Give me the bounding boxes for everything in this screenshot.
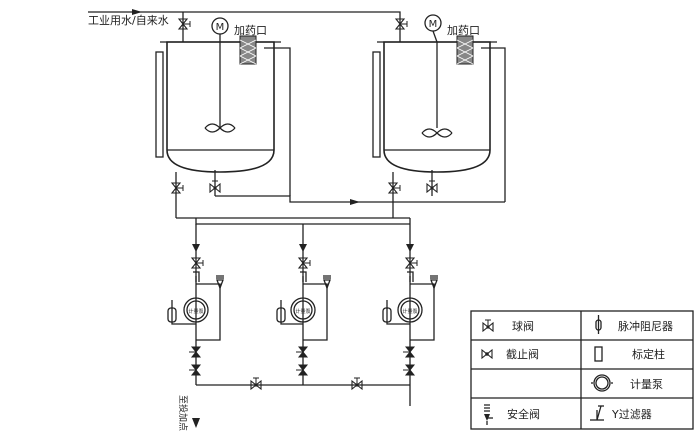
train-2-ball-valve-icon: [298, 257, 311, 269]
train-3-ball-valve-icon: [405, 257, 418, 269]
legend-ball-valve-icon: [482, 319, 494, 332]
legend-calibration-column-icon: [594, 346, 603, 362]
train-2-safety-valve-icon: [323, 275, 331, 290]
train-2-metering-pump-icon: [290, 297, 316, 323]
legend-globe-valve-label: 截止阀: [506, 347, 539, 361]
distribution-header: [195, 218, 410, 225]
train-2-outlet-valve-icon: [295, 364, 308, 376]
water-inlet-label: 工业用水/自来水: [88, 14, 169, 27]
inlet-valve-2-icon: [395, 18, 408, 30]
train-3-globe-valve-icon: [402, 346, 415, 358]
return-line: [215, 195, 505, 203]
tank-2-outlet-valve-icon: [388, 182, 401, 194]
train-1-safety-valve-icon: [216, 275, 224, 290]
motor-2-label: M: [429, 19, 438, 30]
outlet-label: 至投加点: [177, 395, 189, 431]
train-1-calibration-column-icon: [167, 307, 177, 323]
train-1-metering-pump-icon: [183, 297, 209, 323]
train-1-outlet-valve-icon: [188, 364, 201, 376]
train-1-ball-valve-icon: [191, 257, 204, 269]
motor-1-label: M: [216, 22, 225, 33]
train-3-metering-pump-icon: [397, 297, 423, 323]
legend-metering-pump-icon: [591, 374, 613, 392]
tank-1-outlet-valve-icon: [171, 182, 184, 194]
legend-y-strainer-icon: [590, 405, 604, 421]
inlet-arrow: [132, 9, 142, 15]
legend-box: 球阀 脉冲阻尼器 截止阀 标定柱 计量泵 安全阀: [470, 310, 694, 430]
return-arrow: [350, 199, 360, 205]
discharge-valve-1-icon: [250, 377, 262, 390]
pump-train-2: 计量泵: [276, 224, 331, 385]
legend-y-strainer-label: Y过滤器: [611, 408, 652, 421]
tank-2: M 加药口: [372, 14, 506, 202]
tank-1: M 加药口: [155, 17, 291, 196]
train-1-globe-valve-icon: [188, 346, 201, 358]
dosing-port-2-label: 加药口: [447, 24, 480, 37]
legend-metering-pump-label: 计量泵: [630, 378, 663, 391]
legend-safety-valve-icon: [484, 404, 493, 425]
train-3-safety-valve-icon: [430, 275, 438, 290]
discharge-valve-2-icon: [351, 377, 363, 390]
inlet-valve-1-icon: [178, 18, 191, 30]
legend-ball-valve-label: 球阀: [512, 319, 534, 333]
train-2-calibration-column-icon: [276, 307, 286, 323]
dosing-port-1-label: 加药口: [234, 24, 267, 37]
train-1-pump-label: 计量泵: [188, 308, 203, 315]
outlet-arrow: [192, 418, 200, 428]
pump-train-1: 计量泵: [167, 224, 224, 385]
inlet-main-pipe: [88, 11, 401, 42]
train-2-globe-valve-icon: [295, 346, 308, 358]
dosing-port-1-icon: [239, 35, 257, 65]
legend-pulse-damper-icon: [595, 315, 602, 334]
train-3-pump-label: 计量泵: [402, 308, 417, 315]
train-3-calibration-column-icon: [382, 307, 392, 323]
legend-pulse-damper-label: 脉冲阻尼器: [618, 319, 673, 333]
legend-calibration-column-label: 标定柱: [632, 347, 665, 361]
legend-safety-valve-label: 安全阀: [507, 407, 540, 421]
dosing-port-2-icon: [456, 35, 474, 65]
pump-train-3: 计量泵: [382, 218, 438, 406]
train-3-outlet-valve-icon: [402, 364, 415, 376]
legend-globe-valve-icon: [481, 348, 493, 360]
train-2-pump-label: 计量泵: [295, 308, 310, 315]
